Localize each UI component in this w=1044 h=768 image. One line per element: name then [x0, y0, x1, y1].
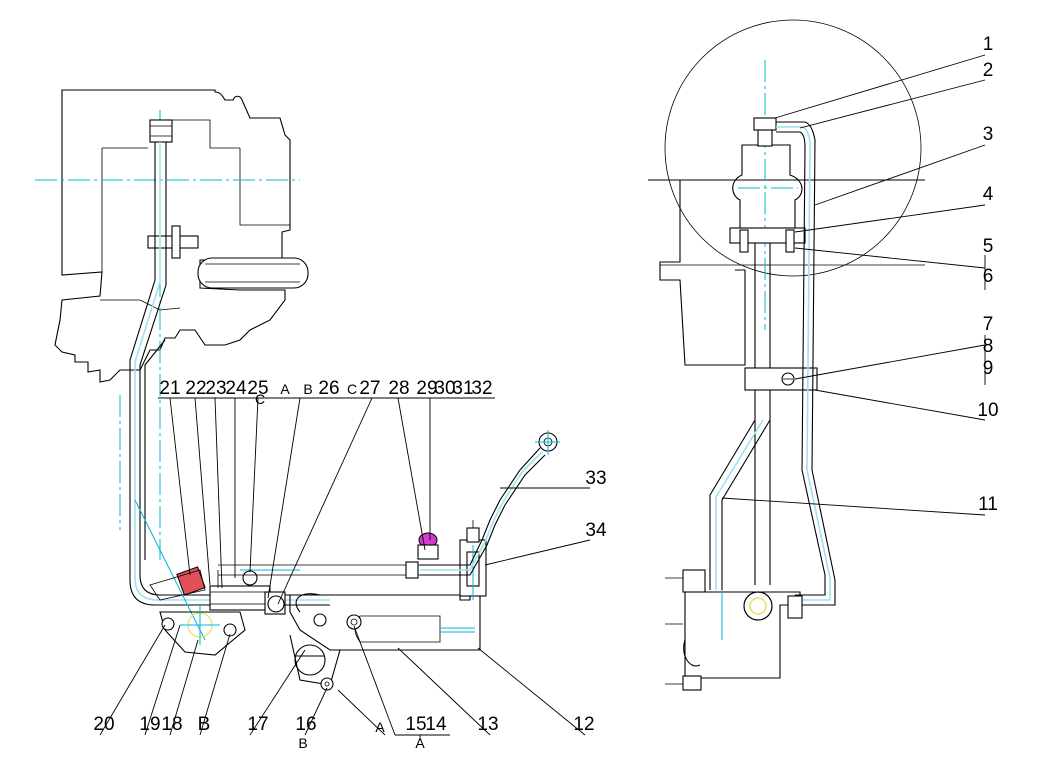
leader-lines [99, 54, 986, 740]
part-label: 18 [161, 714, 182, 735]
part-label: 20 [93, 714, 114, 735]
part-label: 33 [585, 468, 606, 489]
part-label: C [347, 381, 357, 397]
part-label: 1 [983, 34, 994, 55]
part-label: 23 [205, 378, 226, 399]
part-label: 19 [139, 714, 160, 735]
right-assembly-view [648, 19, 925, 691]
part-label: 15 [405, 714, 426, 735]
part-label: 8 [983, 336, 994, 357]
part-label: 21 [159, 378, 180, 399]
part-label: 34 [585, 520, 607, 541]
part-label: B [198, 714, 211, 735]
part-label: A [375, 719, 385, 735]
part-label: 25 [247, 378, 268, 399]
part-label: 4 [983, 184, 994, 205]
part-label: 2 [983, 60, 994, 81]
part-label: 12 [573, 714, 594, 735]
part-label: 16 [295, 714, 316, 735]
part-label: A [415, 735, 425, 751]
part-label: 10 [977, 400, 998, 421]
part-label: 27 [359, 378, 380, 399]
part-label: 7 [983, 314, 994, 335]
part-label: 24 [225, 378, 247, 399]
part-label: 26 [318, 378, 339, 399]
part-label: A [280, 381, 290, 397]
part-label: 31 [452, 378, 473, 399]
part-label: 6 [983, 266, 994, 287]
part-label: B [298, 735, 307, 751]
part-label: 22 [185, 378, 206, 399]
part-label: 5 [983, 236, 994, 257]
part-label: 30 [434, 378, 455, 399]
part-label: 3 [983, 124, 994, 145]
part-label: 9 [983, 358, 994, 379]
part-label: B [303, 381, 312, 397]
part-label: 11 [978, 494, 998, 515]
part-label: 17 [247, 714, 268, 735]
part-label: 32 [471, 378, 492, 399]
left-assembly-view [35, 89, 560, 691]
part-label: 29 [416, 378, 437, 399]
part-label: 28 [388, 378, 409, 399]
part-label: C [255, 391, 265, 407]
part-label: 13 [477, 714, 498, 735]
part-label: 14 [425, 714, 447, 735]
